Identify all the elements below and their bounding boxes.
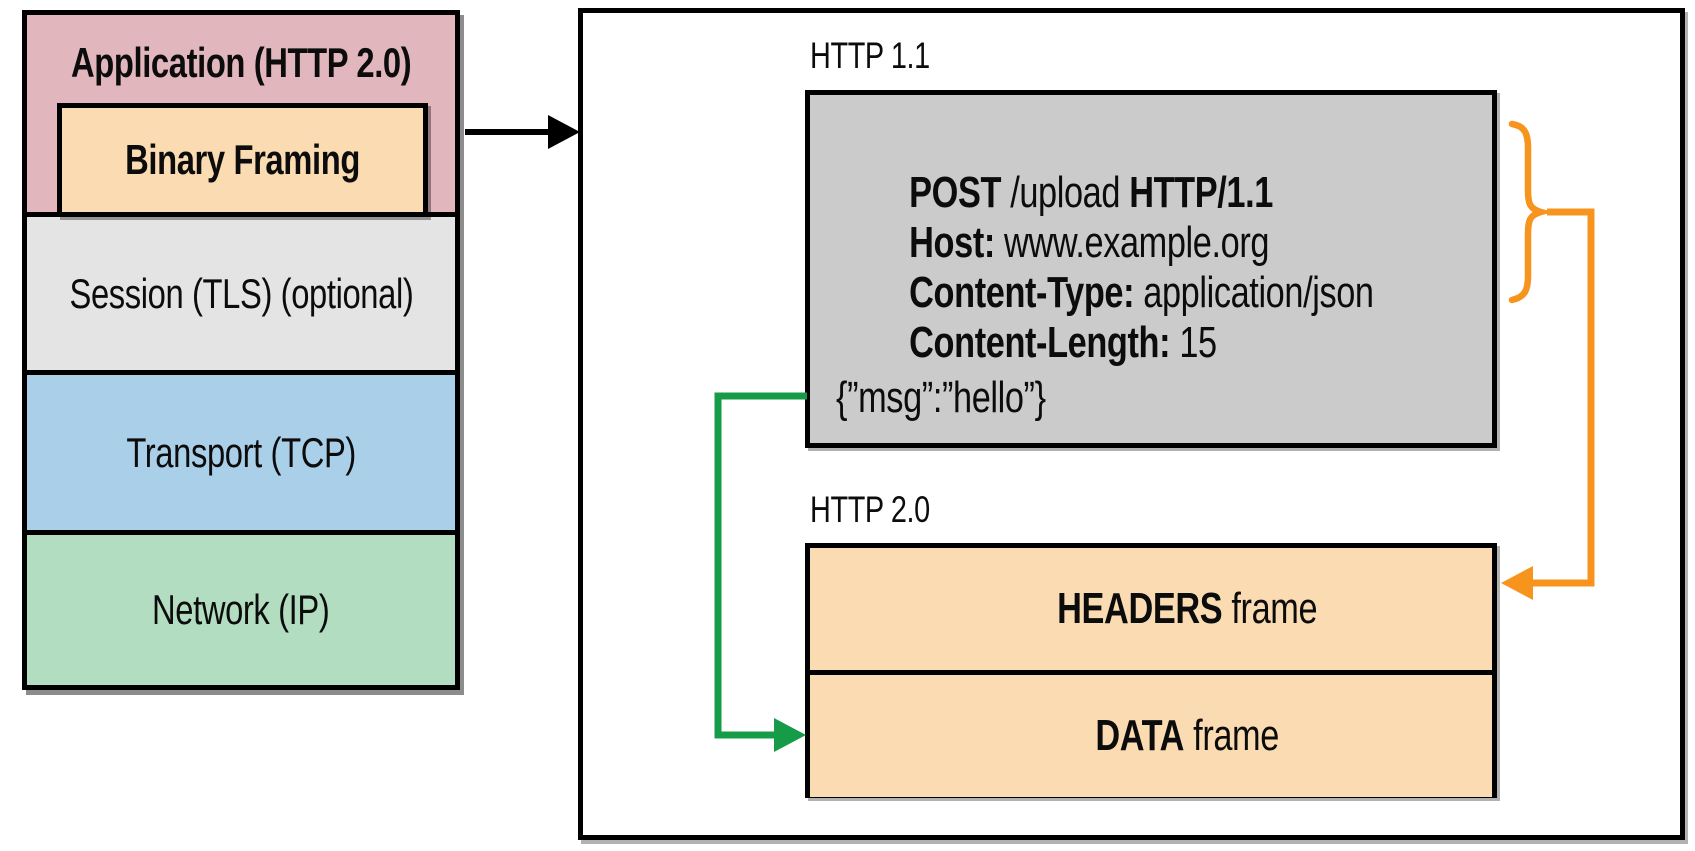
- data-frame-rest: frame: [1184, 711, 1280, 760]
- transport-layer-label: Transport (TCP): [126, 428, 356, 476]
- headers-frame-bold: HEADERS: [1057, 584, 1223, 633]
- http-request-box: POST /upload HTTP/1.1 Host: www.example.…: [805, 90, 1497, 448]
- header-name: Content-Length:: [909, 318, 1171, 367]
- header-value: www.example.org: [994, 218, 1270, 267]
- network-layer-label: Network (IP): [152, 586, 330, 633]
- data-frame-bold: DATA: [1095, 711, 1185, 760]
- request-header-content-length: Content-Length: 15: [836, 268, 1482, 367]
- binary-framing-label: Binary Framing: [125, 136, 360, 183]
- request-version: HTTP/1.1: [1129, 168, 1273, 217]
- request-line-start: POST /upload HTTP/1.1: [836, 118, 1482, 217]
- header-name: Content-Type:: [909, 268, 1135, 317]
- request-header-content-type: Content-Type: application/json: [836, 218, 1482, 317]
- session-layer-label: Session (TLS) (optional): [69, 269, 413, 317]
- headers-frame-box: HEADERS frame: [810, 548, 1492, 670]
- header-value: 15: [1170, 318, 1217, 367]
- request-header-host: Host: www.example.org: [836, 168, 1482, 267]
- binary-framing-box: Binary Framing: [57, 103, 428, 217]
- request-method: POST: [909, 168, 1002, 217]
- http2-label-text: HTTP 2.0: [810, 489, 930, 530]
- binary-framing-arrow: [465, 115, 580, 149]
- transport-layer-box: Transport (TCP): [27, 375, 455, 530]
- application-layer-label: Application (HTTP 2.0): [70, 39, 412, 86]
- network-layer-box: Network (IP): [27, 535, 455, 685]
- headers-frame-rest: frame: [1222, 584, 1318, 633]
- header-value: application/json: [1134, 268, 1374, 317]
- header-name: Host:: [909, 218, 995, 267]
- request-body-text: {”msg”:”hello”}: [836, 373, 1046, 422]
- request-path: /upload: [1001, 168, 1130, 217]
- data-frame-box: DATA frame: [810, 670, 1492, 797]
- session-layer-box: Session (TLS) (optional): [27, 217, 455, 370]
- request-body-line: {”msg”:”hello”}: [836, 373, 1482, 423]
- http11-label: HTTP 1.1: [810, 36, 964, 76]
- http2-label: HTTP 2.0: [810, 490, 964, 530]
- http11-label-text: HTTP 1.1: [810, 35, 930, 76]
- http2-frames-box: HEADERS frame DATA frame: [805, 543, 1497, 798]
